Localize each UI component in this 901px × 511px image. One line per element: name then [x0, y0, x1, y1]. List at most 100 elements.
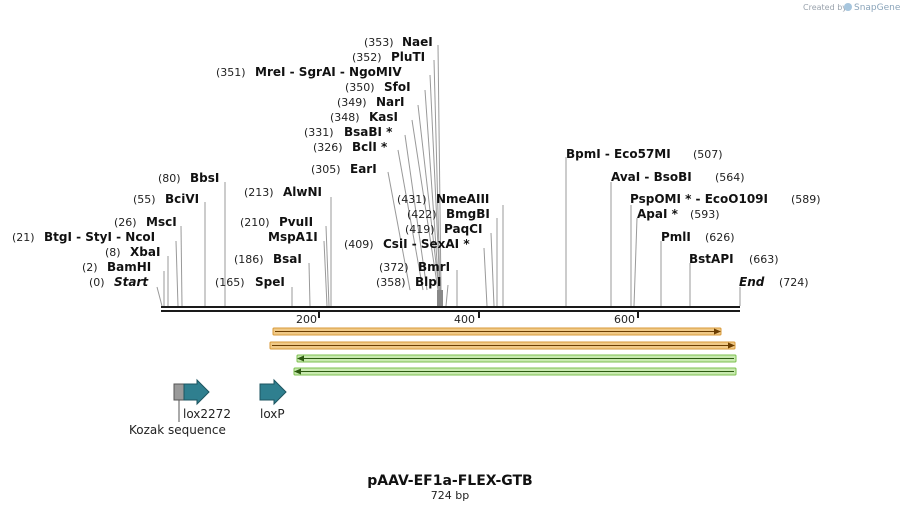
site-name: BmgBI — [446, 207, 490, 221]
site-name: PmlI — [661, 230, 691, 244]
site-pos: (663) — [749, 253, 779, 266]
site-labels: (353) NaeI (352) PluTI (351) MreI - SgrA… — [12, 35, 821, 289]
arrow-right-icon — [714, 328, 721, 335]
leader-kasi — [411, 119, 439, 291]
site-pos: (0) — [89, 276, 105, 289]
lox2272-arrow-icon — [183, 378, 210, 406]
leader-start — [156, 286, 163, 307]
site-name: MreI - SgrAI - NgoMIV — [255, 65, 402, 79]
site-name: BpmI - Eco57MI — [566, 147, 671, 161]
site-pos: (419) — [405, 223, 435, 236]
site-name: BmrI — [418, 260, 450, 274]
leader-bsabi — [404, 134, 428, 291]
snapgene-logo-icon — [844, 3, 852, 11]
credit-brand: SnapGene — [854, 3, 901, 13]
backbone-bottom-strand — [161, 310, 740, 312]
site-name: BamHI — [107, 260, 151, 274]
features: lox2272 Kozak sequence loxP — [129, 378, 287, 437]
site-pos: (165) — [215, 276, 245, 289]
leader-bsai — [308, 262, 311, 307]
site-name: BbsI — [190, 171, 219, 185]
leader-mspa1i — [323, 240, 328, 307]
site-pos: (2) — [82, 261, 98, 274]
orf-tracks — [269, 327, 737, 376]
leader-blpi — [445, 284, 449, 307]
scale-tick-label: 400 — [454, 313, 475, 326]
site-pos: (352) — [352, 51, 382, 64]
feature-label-kozak: Kozak sequence — [129, 423, 226, 437]
site-pos: (358) — [376, 276, 406, 289]
leader-sfoi — [424, 89, 440, 291]
arrow-left-icon — [297, 355, 304, 362]
site-pos: (349) — [337, 96, 367, 109]
site-pos: (409) — [344, 238, 374, 251]
leader-apai — [633, 217, 638, 307]
site-name: NmeAIII — [436, 192, 489, 206]
site-pos: (8) — [105, 246, 121, 259]
leader-pvuii — [325, 225, 330, 307]
site-name: BtgI - StyI - NcoI — [44, 230, 155, 244]
site-name: BsaI — [273, 252, 302, 266]
site-pos: (21) — [12, 231, 35, 244]
site-name: BlpI — [415, 275, 441, 289]
map-length: 724 bp — [431, 489, 469, 502]
map-title: pAAV-EF1a-FLEX-GTB — [367, 473, 532, 489]
site-pos: (507) — [693, 148, 723, 161]
site-name: XbaI — [130, 245, 160, 259]
scale-tick — [318, 312, 320, 318]
leader-nae — [437, 44, 442, 291]
site-name: End — [739, 275, 765, 289]
site-name: NarI — [376, 95, 405, 109]
site-name: SpeI — [255, 275, 285, 289]
site-name: PaqCI — [444, 222, 482, 236]
site-name: BstAPI — [689, 252, 734, 266]
site-name: MspA1I — [268, 230, 318, 244]
site-pos: (564) — [715, 171, 745, 184]
site-pos: (626) — [705, 231, 735, 244]
site-name: PluTI — [391, 50, 425, 64]
leader-csii — [483, 247, 488, 307]
site-pos: (431) — [397, 193, 427, 206]
loxp-arrow-icon — [259, 378, 287, 406]
scale-tick — [637, 312, 639, 318]
site-name: EarI — [350, 162, 377, 176]
scale-tick-label: 600 — [614, 313, 635, 326]
site-leaders — [156, 44, 741, 307]
site-pos: (55) — [133, 193, 156, 206]
site-pos: (589) — [791, 193, 821, 206]
arrow-left-icon — [294, 368, 301, 375]
arrow-right-icon — [728, 342, 735, 349]
site-name: KasI — [369, 110, 398, 124]
site-pos: (348) — [330, 111, 360, 124]
feature-label-lox2272: lox2272 — [183, 407, 231, 421]
site-pos: (353) — [364, 36, 394, 49]
site-name: BsaBI * — [344, 125, 393, 139]
site-name: CsiI - SexAI * — [383, 237, 470, 251]
site-name: PspOMI * - EcoO109I — [630, 192, 768, 206]
leader-bcli — [397, 149, 424, 291]
site-cluster-mark — [437, 290, 443, 306]
leader-mrei — [429, 74, 441, 291]
site-name: AlwNI — [283, 185, 322, 199]
leader-plut — [433, 59, 441, 291]
site-pos: (26) — [114, 216, 137, 229]
site-pos: (186) — [234, 253, 264, 266]
leader-eari — [387, 171, 411, 291]
site-pos: (351) — [216, 66, 246, 79]
site-pos: (724) — [779, 276, 809, 289]
site-name: AvaI - BsoBI — [611, 170, 692, 184]
credit-text: Created by — [803, 3, 847, 12]
site-pos: (305) — [311, 163, 341, 176]
site-pos: (593) — [690, 208, 720, 221]
scale-tick-label: 200 — [296, 313, 317, 326]
feature-label-loxp: loxP — [260, 407, 285, 421]
site-name: PvuII — [279, 215, 313, 229]
site-pos: (372) — [379, 261, 409, 274]
site-pos: (350) — [345, 81, 375, 94]
scale-ticks: 200 400 600 — [296, 312, 639, 326]
site-name: BciVI — [165, 192, 199, 206]
scale-tick — [478, 312, 480, 318]
backbone-top-strand — [161, 306, 740, 308]
site-pos: (80) — [158, 172, 181, 185]
leader-paqci — [490, 232, 495, 307]
